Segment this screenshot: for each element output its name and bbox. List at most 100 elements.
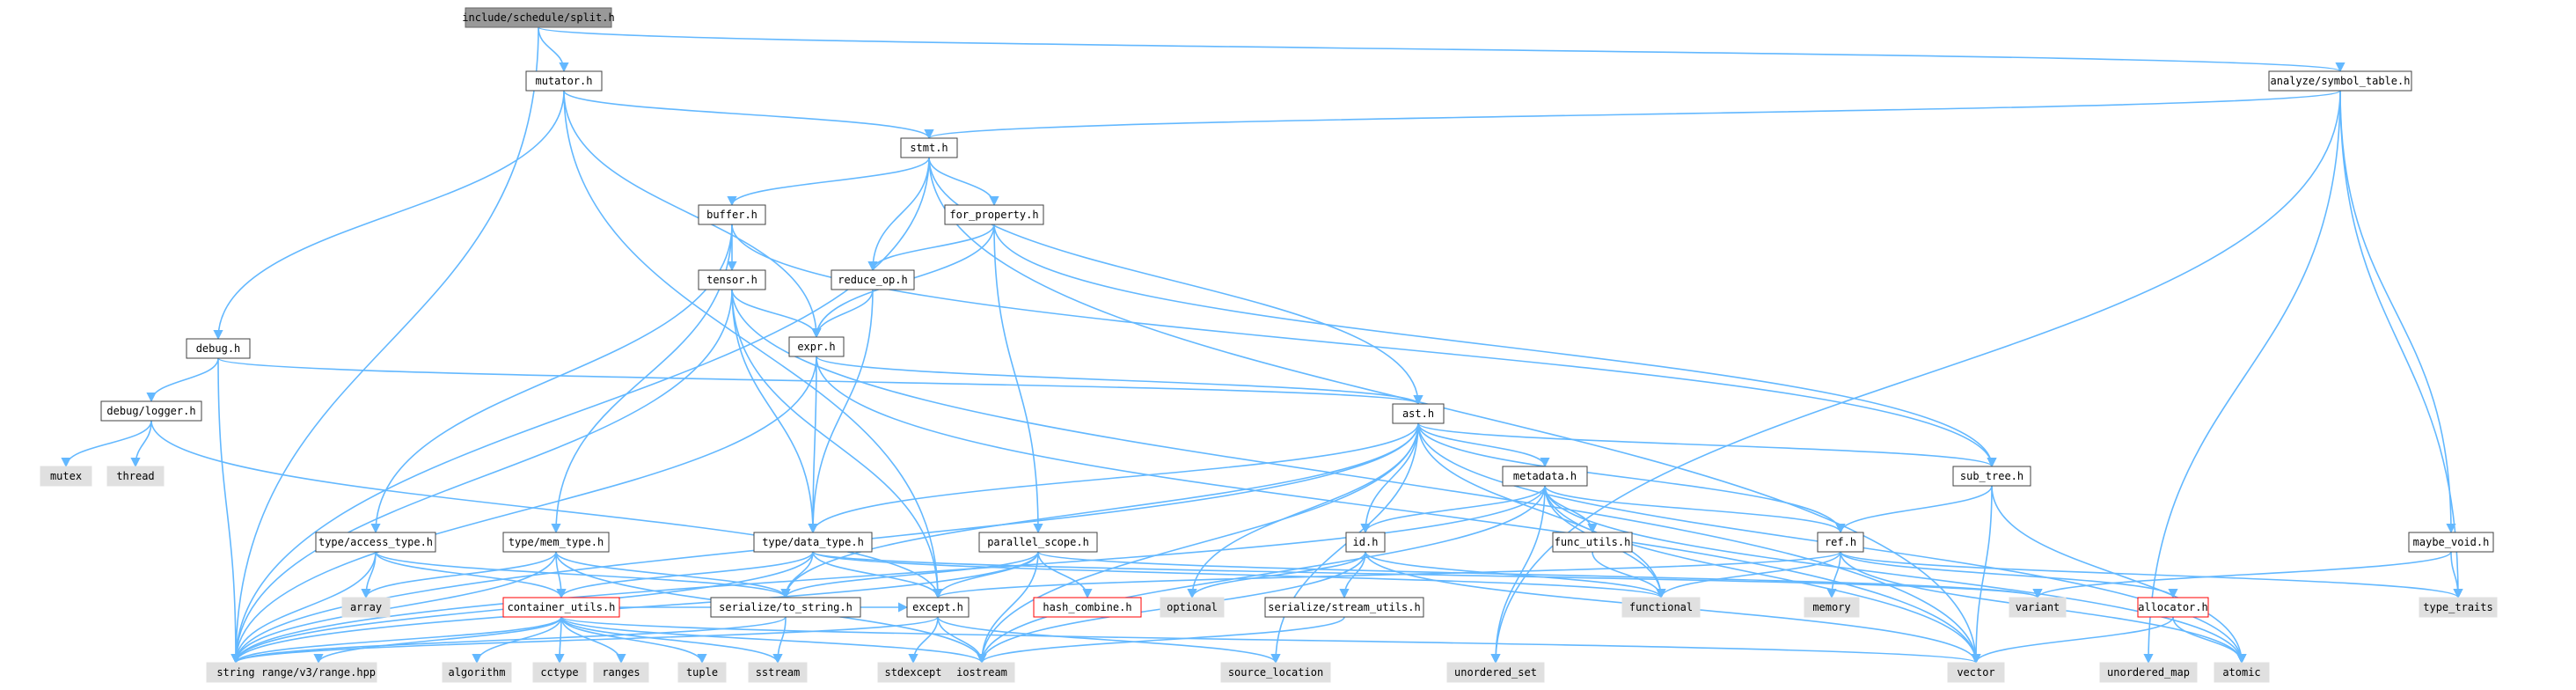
node-string: string <box>206 662 266 683</box>
edge-parscope-to-variant <box>1037 551 2043 599</box>
node-box-funcutils <box>1552 532 1633 553</box>
node-box-variant <box>2009 597 2067 618</box>
node-funcutils[interactable]: func_utils.h <box>1552 532 1633 553</box>
edge-metadata-to-ref <box>1544 485 1846 534</box>
edge-tensor-to-vector <box>731 289 1981 664</box>
edge-subtree-to-atomic <box>1991 485 2247 664</box>
node-buffer[interactable]: buffer.h <box>698 204 766 225</box>
node-label-logger: debug/logger.h <box>106 405 195 417</box>
node-label-parscope: parallel_scope.h <box>987 536 1089 548</box>
node-box-ranges <box>593 662 649 683</box>
node-streamutils[interactable]: serialize/stream_utils.h <box>1264 597 1424 618</box>
node-label-atomic: atomic <box>2222 666 2260 679</box>
edge-parscope-to-hashcomb <box>1037 551 1093 599</box>
node-reduce[interactable]: reduce_op.h <box>831 269 915 290</box>
node-label-tostring: serialize/to_string.h <box>719 601 853 613</box>
node-label-streamutils: serialize/stream_utils.h <box>1268 601 1420 613</box>
node-atomic: atomic <box>2214 662 2270 683</box>
node-label-memtype: type/mem_type.h <box>509 536 604 548</box>
edge-expr-to-string <box>231 356 817 664</box>
node-box-access <box>315 532 436 553</box>
node-box-parscope <box>978 532 1098 553</box>
node-label-stmt: stmt.h <box>910 142 948 154</box>
node-parscope[interactable]: parallel_scope.h <box>978 532 1098 553</box>
node-metadata[interactable]: metadata.h <box>1502 466 1588 487</box>
node-box-umap <box>2099 662 2198 683</box>
node-box-root <box>465 7 612 28</box>
node-box-symtab <box>2268 70 2412 92</box>
node-label-forprop: for_property.h <box>949 209 1038 221</box>
node-box-metadata <box>1502 466 1588 487</box>
node-memtype[interactable]: type/mem_type.h <box>502 532 610 553</box>
edge-metadata-to-idh <box>1360 485 1546 534</box>
node-access[interactable]: type/access_type.h <box>315 532 436 553</box>
edge-ast-to-datatype <box>808 422 1419 534</box>
edge-ref-to-functional <box>1656 551 1841 599</box>
node-label-variant: variant <box>2016 601 2060 613</box>
node-root[interactable]: include/schedule/split.h <box>462 7 615 28</box>
node-except[interactable]: except.h <box>906 597 970 618</box>
node-subtree[interactable]: sub_tree.h <box>1952 466 2031 487</box>
node-box-functional <box>1621 597 1701 618</box>
node-algorithm: algorithm <box>442 662 512 683</box>
edge-reduce-to-expr <box>811 289 874 339</box>
node-srcloc: source_location <box>1220 662 1331 683</box>
node-label-maybevoid: maybe_void.h <box>2413 536 2490 548</box>
node-box-rangev3 <box>260 662 377 683</box>
node-box-mutex <box>40 466 92 487</box>
node-label-idh: id.h <box>1353 536 1379 548</box>
edge-ast-to-iostream <box>977 422 1419 664</box>
node-forprop[interactable]: for_property.h <box>944 204 1044 225</box>
node-tostring[interactable]: serialize/to_string.h <box>710 597 861 618</box>
node-tuple: tuple <box>677 662 727 683</box>
edge-expr-to-ast <box>816 356 1423 406</box>
edge-access-to-tostring <box>375 551 791 599</box>
edge-memtype-to-string <box>231 551 557 664</box>
node-expr[interactable]: expr.h <box>788 336 845 357</box>
node-ref[interactable]: ref.h <box>1817 532 1864 553</box>
node-label-memory: memory <box>1812 601 1850 613</box>
node-box-maybevoid <box>2408 532 2494 553</box>
node-tensor[interactable]: tensor.h <box>698 269 766 290</box>
node-idh[interactable]: id.h <box>1345 532 1386 553</box>
node-label-root: include/schedule/split.h <box>462 11 614 24</box>
node-label-srcloc: source_location <box>1228 666 1323 679</box>
edge-ref-to-allocator <box>1840 551 2178 599</box>
edge-ast-to-idh <box>1360 422 1419 534</box>
node-symtab[interactable]: analyze/symbol_table.h <box>2268 70 2412 92</box>
node-ast[interactable]: ast.h <box>1392 403 1445 424</box>
node-label-debug: debug.h <box>196 342 241 355</box>
node-iostream: iostream <box>948 662 1015 683</box>
node-label-functional: functional <box>1629 601 1693 613</box>
node-container: container_utils.h <box>502 597 620 618</box>
node-label-mutator: mutator.h <box>535 75 592 87</box>
edge-tensor-to-datatype <box>731 289 818 534</box>
node-label-tensor: tensor.h <box>706 274 757 286</box>
edge-parscope-to-except <box>933 551 1039 599</box>
node-box-srcloc <box>1220 662 1331 683</box>
node-rangev3: range/v3/range.hpp <box>260 662 377 683</box>
node-vector: vector <box>1947 662 2005 683</box>
node-datatype[interactable]: type/data_type.h <box>753 532 873 553</box>
node-logger[interactable]: debug/logger.h <box>100 400 202 422</box>
node-stmt[interactable]: stmt.h <box>900 137 958 158</box>
edge-metadata-to-vector <box>1544 485 1981 664</box>
node-box-allocator <box>2137 597 2209 618</box>
dependency-edges <box>61 26 2463 664</box>
edge-ref-to-typetraits <box>1840 551 2463 599</box>
edge-container-to-sstream <box>560 616 783 664</box>
node-box-stdexcept <box>877 662 949 683</box>
edge-except-to-srcloc <box>937 616 1281 664</box>
node-label-hashcomb: hash_combine.h <box>1043 601 1131 613</box>
edge-container-to-cctype <box>554 616 565 664</box>
node-box-forprop <box>944 204 1044 225</box>
edge-reduce-to-datatype <box>808 289 874 534</box>
edge-symtab-to-uset <box>1490 90 2341 664</box>
edge-mutator-to-stmt <box>563 90 934 140</box>
node-debug[interactable]: debug.h <box>186 338 251 359</box>
node-maybevoid[interactable]: maybe_void.h <box>2408 532 2494 553</box>
node-label-datatype: type/data_type.h <box>762 536 864 548</box>
node-mutator[interactable]: mutator.h <box>525 70 603 92</box>
edge-allocator-to-vector <box>1971 616 2174 664</box>
